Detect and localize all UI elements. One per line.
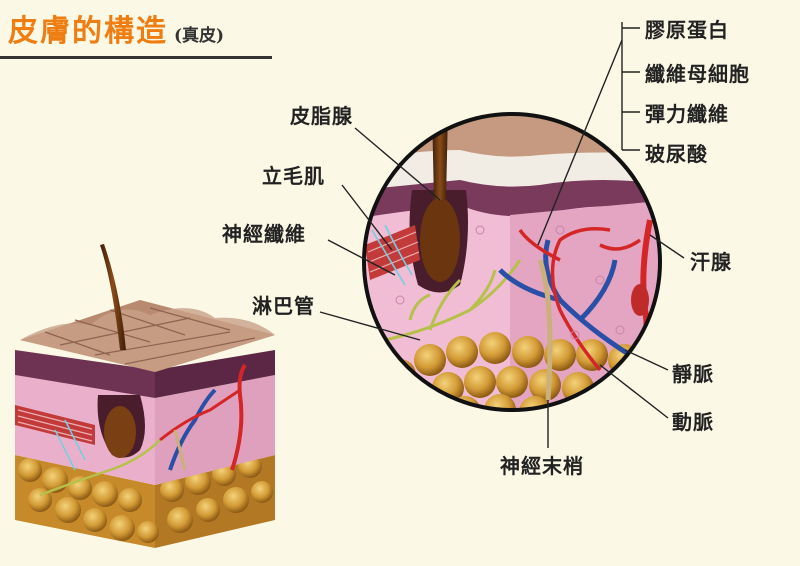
skin-block: [15, 244, 275, 548]
label-sebaceous-gland: 皮脂腺: [290, 104, 353, 128]
label-hyaluronic-acid: 玻尿酸: [645, 142, 708, 166]
label-fibroblast: 纖維母細胞: [645, 62, 750, 86]
label-vein: 靜脈: [672, 362, 714, 386]
label-lymph-vessel: 淋巴管: [252, 294, 315, 318]
label-artery: 動脈: [672, 410, 714, 434]
label-nerve-fiber: 神經纖維: [222, 222, 306, 246]
label-arrector-pili: 立毛肌: [262, 164, 325, 188]
magnified-dermis: [364, 114, 660, 410]
label-nerve-ending: 神經末梢: [500, 454, 584, 478]
title-sub: (真皮): [174, 26, 225, 46]
title-main: 皮膚的構造: [8, 14, 168, 49]
label-collagen: 膠原蛋白: [645, 18, 729, 42]
label-elastic-fiber: 彈力纖維: [645, 102, 729, 126]
leader-lines: [319, 22, 685, 448]
label-sweat-gland: 汗腺: [690, 250, 732, 274]
page-title: 皮膚的構造 (真皮): [8, 6, 224, 50]
title-underline: [0, 56, 272, 59]
